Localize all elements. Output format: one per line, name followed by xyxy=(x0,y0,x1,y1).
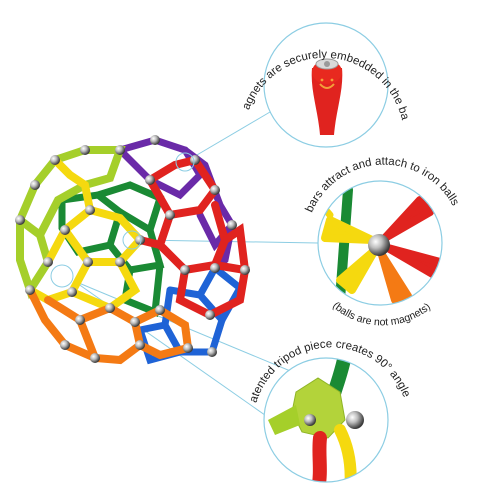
purple-bars-2 xyxy=(181,146,237,252)
red-bars-3 xyxy=(175,261,250,320)
connector-top xyxy=(184,111,271,163)
zoom-circle-tripod xyxy=(263,357,389,483)
yellow-bar-closeup-2 xyxy=(336,246,379,294)
steel-ball xyxy=(90,353,100,363)
steel-ball xyxy=(43,257,53,267)
steel-ball xyxy=(150,135,160,145)
zoom-ring-top xyxy=(263,22,389,148)
steel-ball xyxy=(60,225,70,235)
steel-ball xyxy=(67,287,77,297)
steel-ball xyxy=(210,263,220,273)
steel-ball xyxy=(115,145,125,155)
highlight-ring-top xyxy=(175,152,195,172)
steel-ball xyxy=(30,180,40,190)
steel-ball xyxy=(60,340,70,350)
steel-ball xyxy=(85,205,95,215)
steel-balls xyxy=(15,135,250,363)
steel-ball-tripod-2 xyxy=(304,414,316,426)
steel-ball xyxy=(145,175,155,185)
orange-bars-4 xyxy=(131,305,192,352)
highlight-ring-mid xyxy=(122,230,142,250)
steel-ball xyxy=(15,215,25,225)
steel-ball xyxy=(115,257,125,267)
steel-ball xyxy=(83,257,93,267)
steel-ball-tripod xyxy=(346,411,364,429)
steel-ball xyxy=(135,340,145,350)
yellow-bars xyxy=(44,156,95,266)
yellow-bar-closeup-1 xyxy=(321,216,376,244)
green-bars-4 xyxy=(121,261,164,317)
zoom-ring-mid xyxy=(317,180,443,306)
steel-ball xyxy=(205,310,215,320)
steel-ball xyxy=(240,265,250,275)
steel-ball xyxy=(155,305,165,315)
front-layer-bars xyxy=(16,146,250,365)
steel-ball xyxy=(180,265,190,275)
zoom-circle-magnet xyxy=(263,22,389,148)
red-bar-tripod xyxy=(311,431,327,482)
iron-ball-closeup xyxy=(368,234,390,256)
tripod-arm xyxy=(268,405,300,435)
steel-ball xyxy=(105,303,115,313)
steel-ball xyxy=(227,220,237,230)
red-bars-4 xyxy=(221,223,249,274)
orange-bars-3 xyxy=(76,316,99,362)
steel-ball xyxy=(183,343,193,353)
highlight-ring-bottom xyxy=(50,264,74,288)
steel-ball xyxy=(135,235,145,245)
smile-eye-left xyxy=(320,78,324,82)
steel-ball xyxy=(165,210,175,220)
yellow-bars-4 xyxy=(68,258,141,313)
yellow-bars-3 xyxy=(26,258,92,305)
steel-ball xyxy=(75,315,85,325)
orange-bar-closeup xyxy=(378,251,412,304)
lime-bars xyxy=(16,146,126,242)
steel-ball xyxy=(25,285,35,295)
steel-ball xyxy=(80,145,90,155)
smile-eye-right xyxy=(330,78,334,82)
steel-ball xyxy=(130,317,140,327)
steel-ball xyxy=(210,185,220,195)
zoom-ring-bottom xyxy=(263,357,389,483)
orange-bars xyxy=(26,286,192,365)
steel-ball xyxy=(50,155,60,165)
smile-icon xyxy=(319,83,335,89)
yellow-bar-tripod xyxy=(334,424,357,482)
back-layer-bars xyxy=(58,136,245,365)
red-bar-closeup-1 xyxy=(381,196,434,242)
magnet-core xyxy=(324,61,330,67)
yellow-bars-2 xyxy=(61,206,146,266)
red-bars-2 xyxy=(155,201,230,275)
steel-ball xyxy=(207,347,217,357)
magnetic-sphere-structure xyxy=(15,135,250,365)
